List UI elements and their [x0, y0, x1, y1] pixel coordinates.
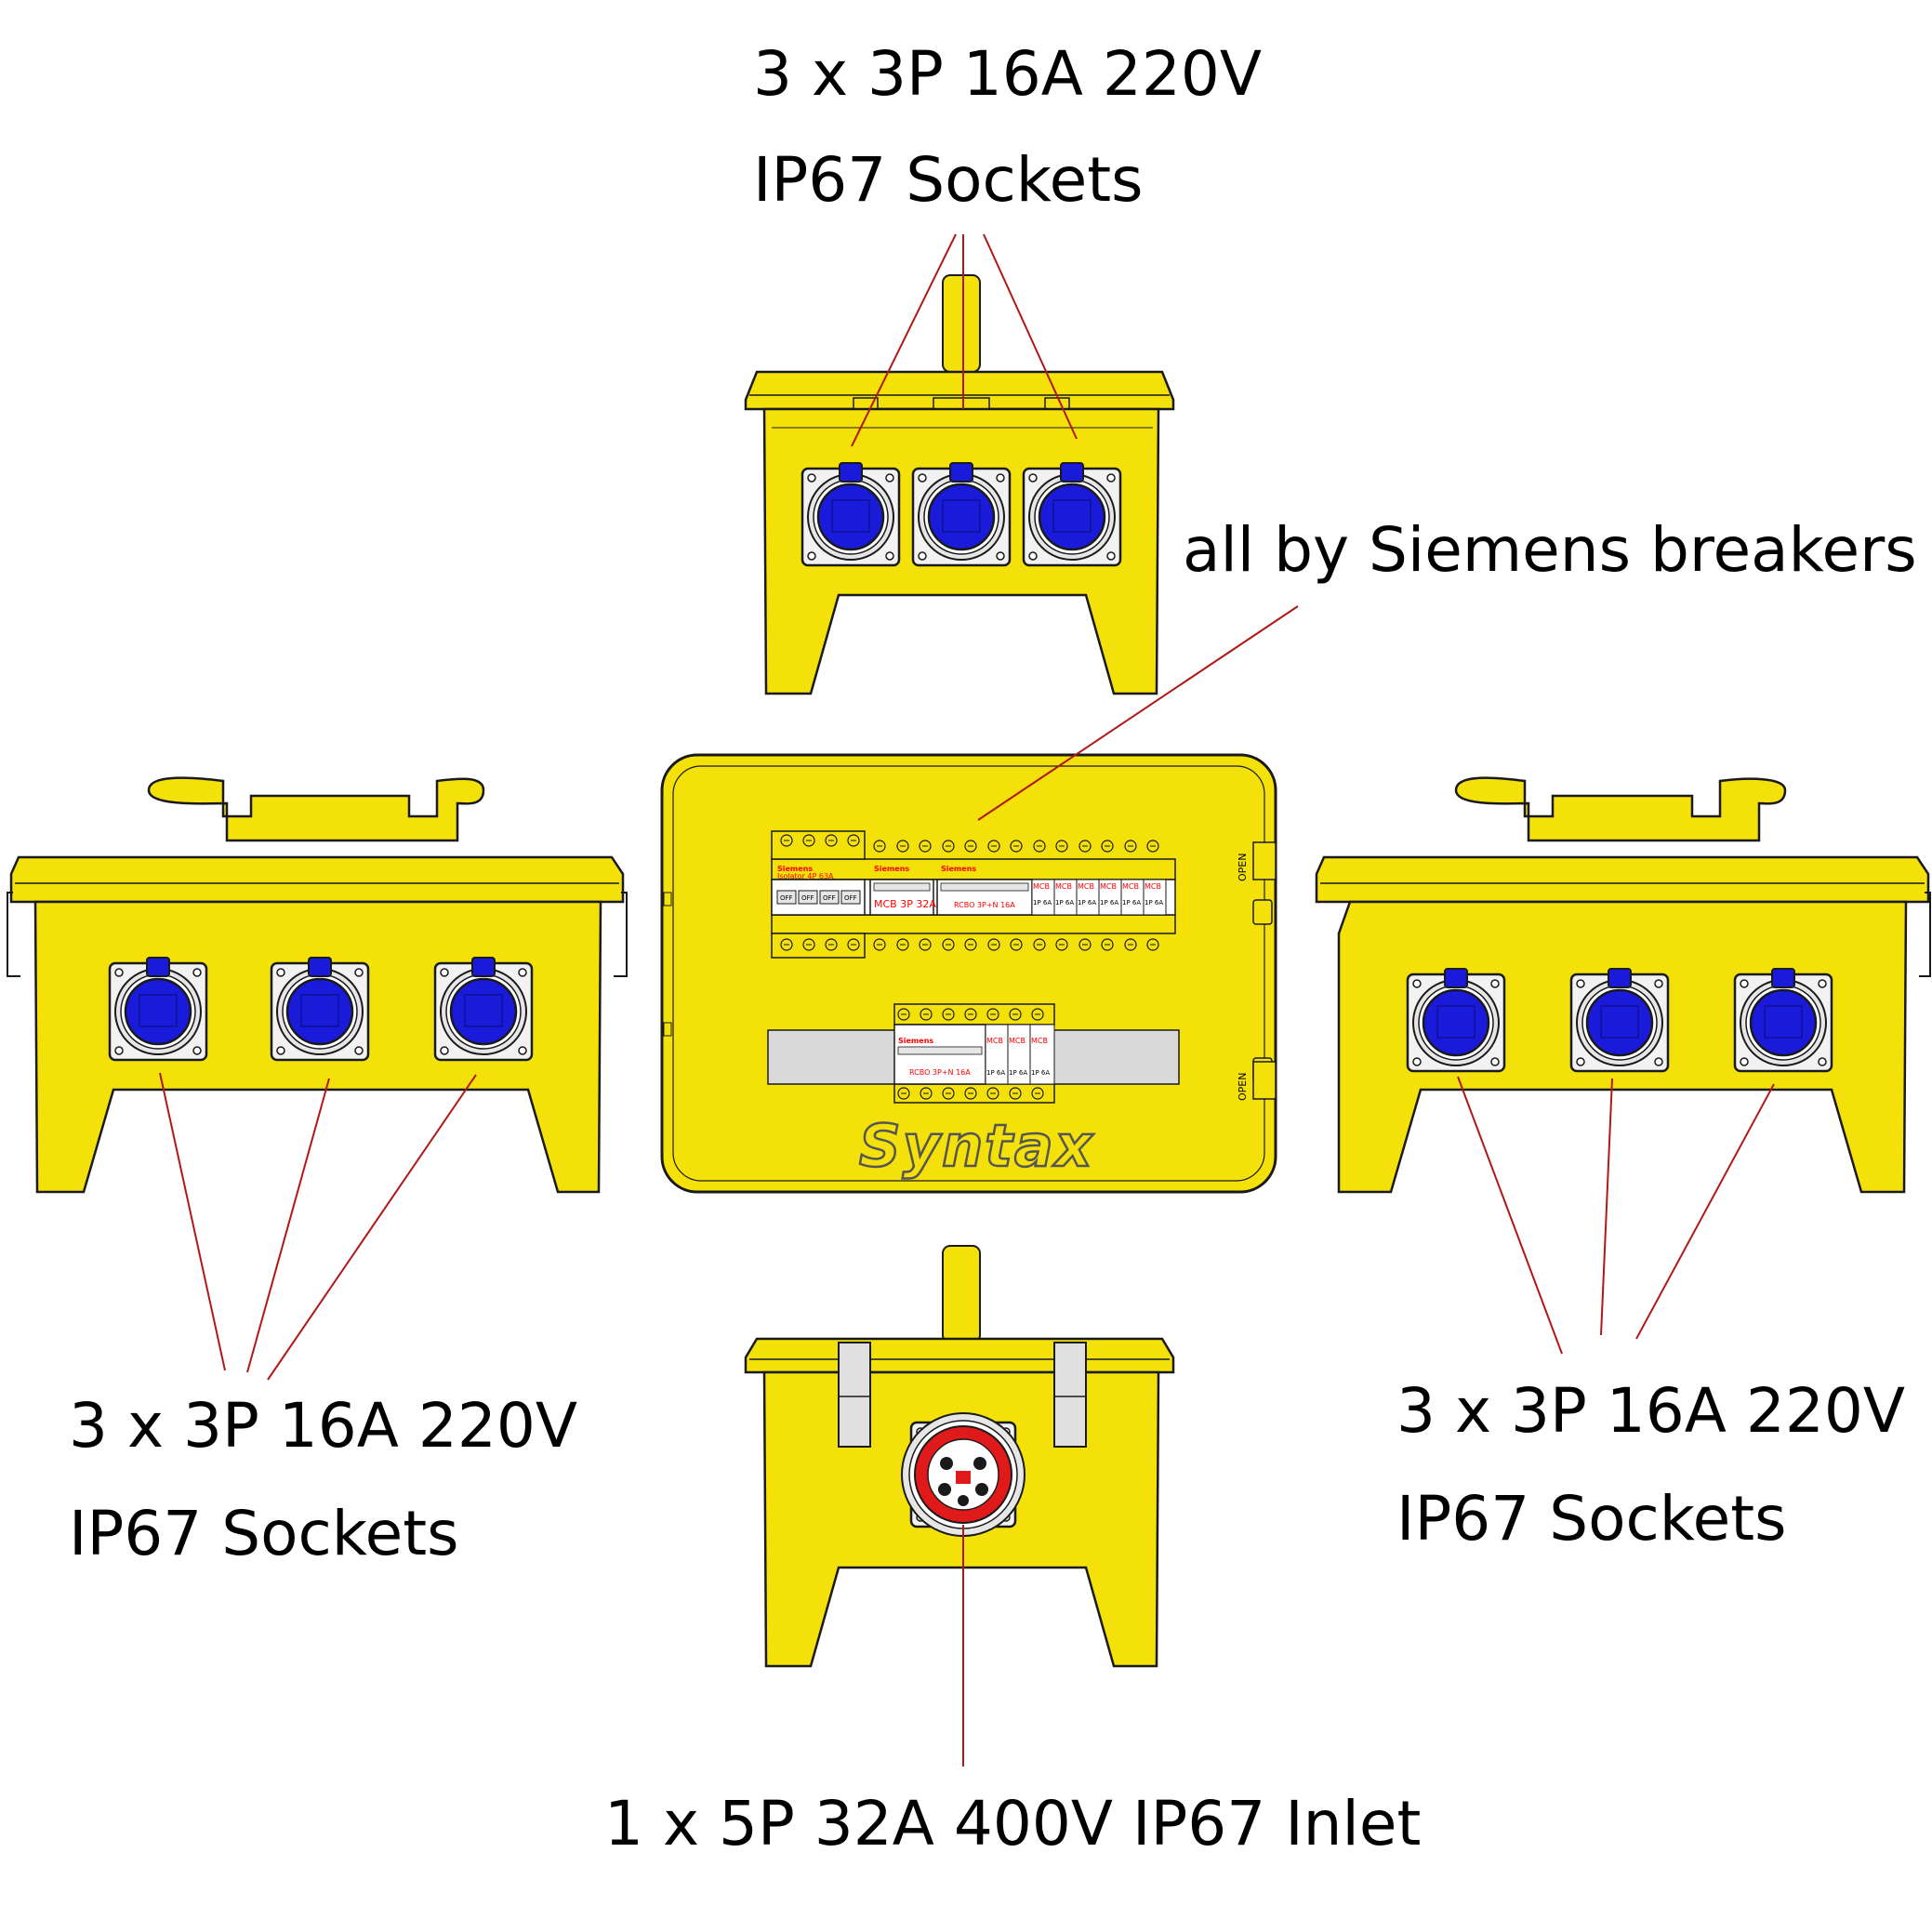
panel-open-label-1: OPEN [1237, 854, 1249, 881]
left-socket-3 [433, 956, 534, 1062]
rcbo-lower-name: RCBO 3P+N 16A [909, 1068, 971, 1077]
label-left-line2: IP67 Sockets [69, 1498, 459, 1569]
leader-siemens [977, 605, 1299, 821]
left-socket-2 [270, 956, 370, 1062]
bottom-box-latch-left [838, 1342, 871, 1448]
right-socket-3 [1733, 967, 1833, 1073]
upper-terminal-screws [780, 834, 1159, 951]
upper-mcb-6-label: MCB [1145, 882, 1161, 891]
bottom-inlet [900, 1411, 1026, 1538]
isolator-4p: Siemens Isolator 4P 63A OFF OFF OFF OFF [771, 865, 866, 916]
label-siemens: all by Siemens breakers [1183, 514, 1917, 586]
upper-mcb-3-rating: 1P 6A [1078, 899, 1096, 906]
rcbo-upper: Siemens RCBO 3P+N 16A [936, 865, 1033, 916]
label-left-line1: 3 x 3P 16A 220V [69, 1390, 577, 1462]
rcbo-upper-brand: Siemens [941, 865, 976, 873]
lower-mcb-2-label: MCB [1009, 1037, 1026, 1045]
leader-left-2 [246, 1078, 330, 1373]
upper-mcb-4-label: MCB [1100, 882, 1117, 891]
rcbo-lower-brand: Siemens [898, 1037, 933, 1045]
leader-right-2 [1600, 1078, 1613, 1336]
rcbo-upper-name: RCBO 3P+N 16A [954, 901, 1015, 909]
leader-right-3 [1635, 1083, 1775, 1340]
mcb-3p-brand: Siemens [874, 865, 909, 873]
top-socket-2 [911, 461, 1012, 567]
lower-terminal-screws [897, 1008, 1044, 1100]
left-box-handle [147, 776, 485, 842]
mcb-3p-name: MCB 3P 32A [874, 898, 936, 910]
leader-left-3 [267, 1074, 477, 1381]
isolator-off-1: OFF [780, 894, 793, 902]
leader-lines [159, 233, 1775, 1767]
isolator-off-4: OFF [844, 894, 857, 902]
left-socket-1 [108, 956, 208, 1062]
right-box-handle [1454, 776, 1787, 842]
lower-mcb-1-label: MCB [986, 1037, 1003, 1045]
top-socket-1 [801, 461, 901, 567]
bottom-box-latch-right [1053, 1342, 1087, 1448]
top-box [744, 274, 1175, 695]
lower-mcb-3-label: MCB [1031, 1037, 1048, 1045]
bottom-box-lid [744, 1337, 1175, 1374]
mcb-3p: Siemens MCB 3P 32A [869, 865, 936, 916]
lower-mcb-1-rating: 1P 6A [986, 1069, 1005, 1077]
isolator-brand: Siemens [777, 865, 813, 873]
leader-right-1 [1457, 1076, 1563, 1355]
upper-mcb-4-rating: 1P 6A [1100, 899, 1118, 906]
upper-mcb-3-label: MCB [1078, 882, 1094, 891]
leader-top-3 [983, 233, 1078, 440]
upper-mcb-1-rating: 1P 6A [1033, 899, 1052, 906]
upper-small-mcbs: MCB 1P 6A MCB 1P 6A MCB 1P 6A MCB 1P 6A … [1031, 879, 1167, 916]
right-socket-2 [1569, 967, 1670, 1073]
label-bottom: 1 x 5P 32A 400V IP67 Inlet [604, 1788, 1421, 1859]
left-box [7, 776, 628, 1194]
left-box-lid [9, 855, 625, 904]
upper-breaker-row: Siemens Isolator 4P 63A OFF OFF OFF OFF … [771, 830, 1176, 959]
right-box-lid [1315, 855, 1930, 904]
label-right-line1: 3 x 3P 16A 220V [1396, 1375, 1905, 1447]
lower-mcb-3-rating: 1P 6A [1031, 1069, 1050, 1077]
panel-brand-logo: Syntax [859, 1112, 1094, 1180]
top-box-handle [942, 274, 981, 373]
top-socket-3 [1022, 461, 1122, 567]
isolator-off-3: OFF [823, 894, 836, 902]
upper-mcb-5-label: MCB [1122, 882, 1139, 891]
label-top-line1: 3 x 3P 16A 220V [753, 38, 1262, 110]
leader-left-1 [159, 1072, 226, 1371]
isolator-name: Isolator 4P 63A [777, 872, 834, 880]
bottom-box-handle [942, 1245, 981, 1343]
label-right-line2: IP67 Sockets [1396, 1483, 1787, 1555]
isolator-off-2: OFF [801, 894, 814, 902]
upper-mcb-2-rating: 1P 6A [1055, 899, 1074, 906]
upper-mcb-2-label: MCB [1055, 882, 1072, 891]
right-box [1315, 776, 1931, 1194]
upper-mcb-5-rating: 1P 6A [1122, 899, 1141, 906]
upper-mcb-6-rating: 1P 6A [1145, 899, 1163, 906]
breaker-panel: OPEN OPEN Siemens Isolator 4P 63A OFF OF… [660, 753, 1277, 1194]
panel-open-label-2: OPEN [1237, 1073, 1249, 1101]
right-socket-1 [1406, 967, 1506, 1073]
leader-top-1 [851, 233, 957, 447]
bottom-box [744, 1245, 1175, 1668]
label-top-line2: IP67 Sockets [753, 144, 1144, 216]
upper-mcb-1-label: MCB [1033, 882, 1050, 891]
lower-breaker-row: Siemens RCBO 3P+N 16A MCB 1P 6A MCB 1P 6… [767, 1003, 1180, 1104]
lower-mcb-2-rating: 1P 6A [1009, 1069, 1027, 1077]
